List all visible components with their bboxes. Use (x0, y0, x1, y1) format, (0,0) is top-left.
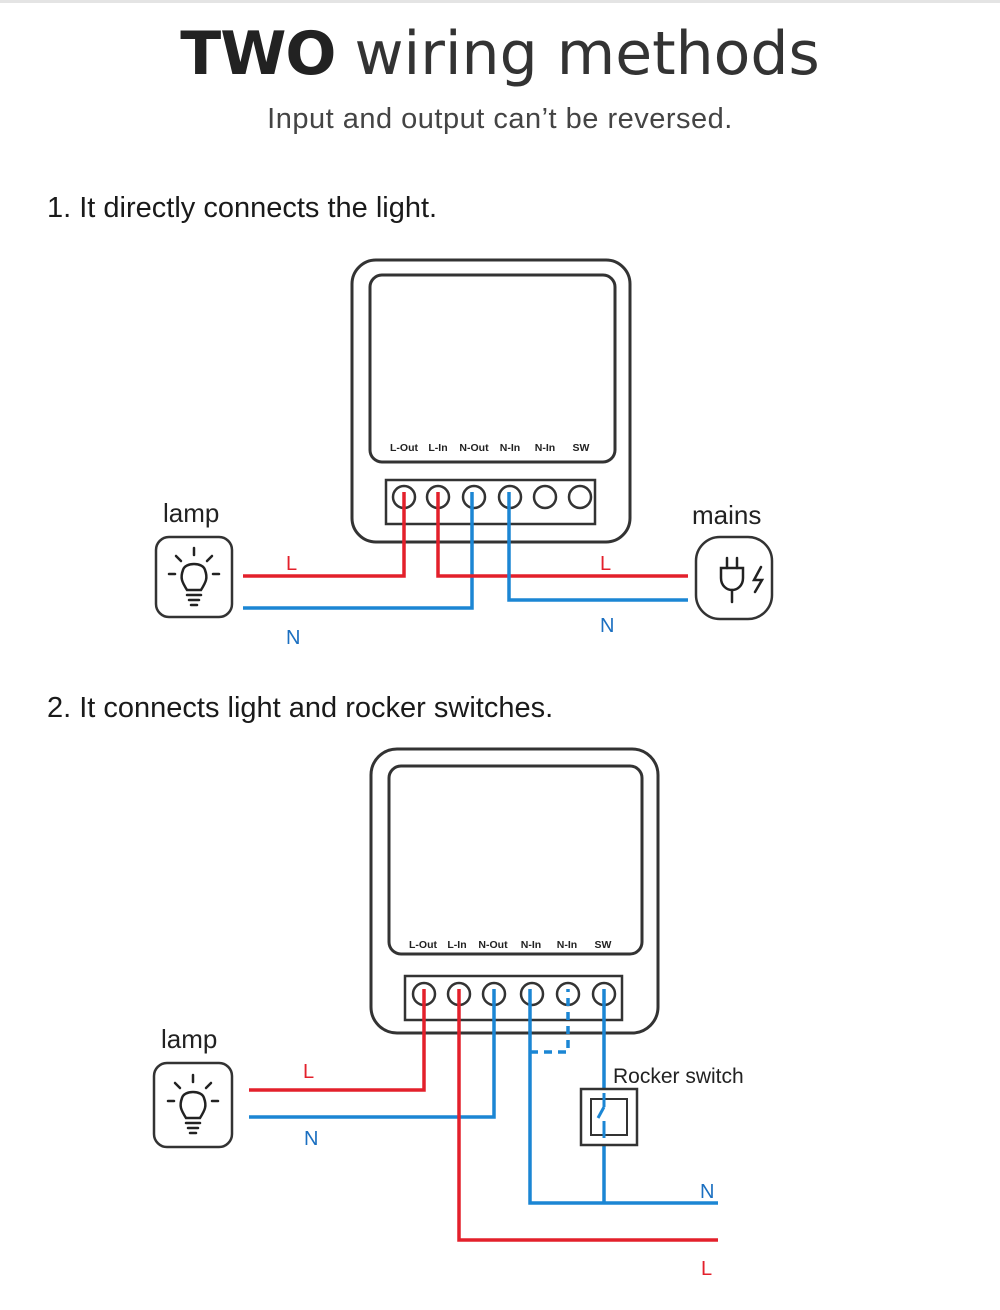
terminal-label: L-In (447, 939, 466, 951)
wire-label-N: N (286, 627, 300, 649)
mains-label: mains (692, 500, 761, 530)
terminal-screw (519, 981, 545, 1007)
wire-lamp-neutral (249, 989, 496, 1119)
page-title: TWO wiring methods (0, 18, 1000, 90)
wire-mains-neutral (507, 492, 688, 602)
wire-supply-neutral (528, 989, 718, 1205)
module2-face (387, 764, 644, 956)
method2-diagram: L-Out L-In N-Out N-In N-In SW L N (152, 747, 744, 1280)
wire-label-L: L (303, 1061, 314, 1083)
terminal-label: L-Out (409, 939, 437, 951)
terminal-label: N-Out (459, 442, 489, 454)
method2-heading: 2. It connects light and rocker switches… (47, 692, 554, 724)
method1-diagram: L-Out L-In N-Out N-In N-In SW L N (154, 258, 774, 649)
terminal-label: N-In (500, 442, 520, 454)
top-divider (0, 0, 1000, 3)
rocker-switch-contact-icon (596, 1093, 606, 1138)
terminal-label: SW (595, 939, 612, 951)
wire-label-L: L (701, 1258, 712, 1280)
lightbulb-icon (166, 1073, 220, 1135)
page-subtitle: Input and output can’t be reversed. (267, 103, 733, 135)
wire-label-N: N (600, 615, 614, 637)
wire-lamp-neutral (243, 492, 474, 610)
wire-mains-live (436, 492, 688, 578)
lamp-box (154, 535, 234, 619)
wire-label-L: L (286, 553, 297, 575)
rocker-switch-inner (590, 1098, 628, 1136)
terminal-screw (461, 484, 487, 510)
terminal-label: L-Out (390, 442, 418, 454)
wire-supply-live (457, 989, 718, 1242)
wire-lamp-live (249, 989, 426, 1092)
terminal-label: N-In (557, 939, 577, 951)
wire-label-L: L (600, 553, 611, 575)
terminal-block-1 (384, 478, 597, 526)
terminal-label: SW (573, 442, 590, 454)
lamp-box (152, 1061, 234, 1149)
lamp-label: lamp (163, 498, 219, 528)
terminal-label: N-In (521, 939, 541, 951)
terminal-screw (532, 484, 558, 510)
module1-face (368, 273, 617, 464)
title-bold: TWO (180, 19, 336, 89)
terminal-label: L-In (428, 442, 447, 454)
lamp-label: lamp (161, 1024, 217, 1054)
mains-box (694, 535, 774, 621)
plug-icon (719, 556, 765, 604)
rocker-switch-label: Rocker switch (613, 1065, 744, 1088)
terminal-label: N-Out (478, 939, 508, 951)
wire-label-N: N (304, 1128, 318, 1150)
title-rest: wiring methods (335, 19, 820, 89)
terminal-screw (567, 484, 593, 510)
lightbulb-icon (167, 546, 221, 607)
wire-label-N: N (700, 1181, 714, 1203)
method1-heading: 1. It directly connects the light. (47, 192, 438, 224)
terminal-label: N-In (535, 442, 555, 454)
wire-lamp-live (243, 492, 406, 578)
terminal-block-2 (403, 974, 624, 1022)
